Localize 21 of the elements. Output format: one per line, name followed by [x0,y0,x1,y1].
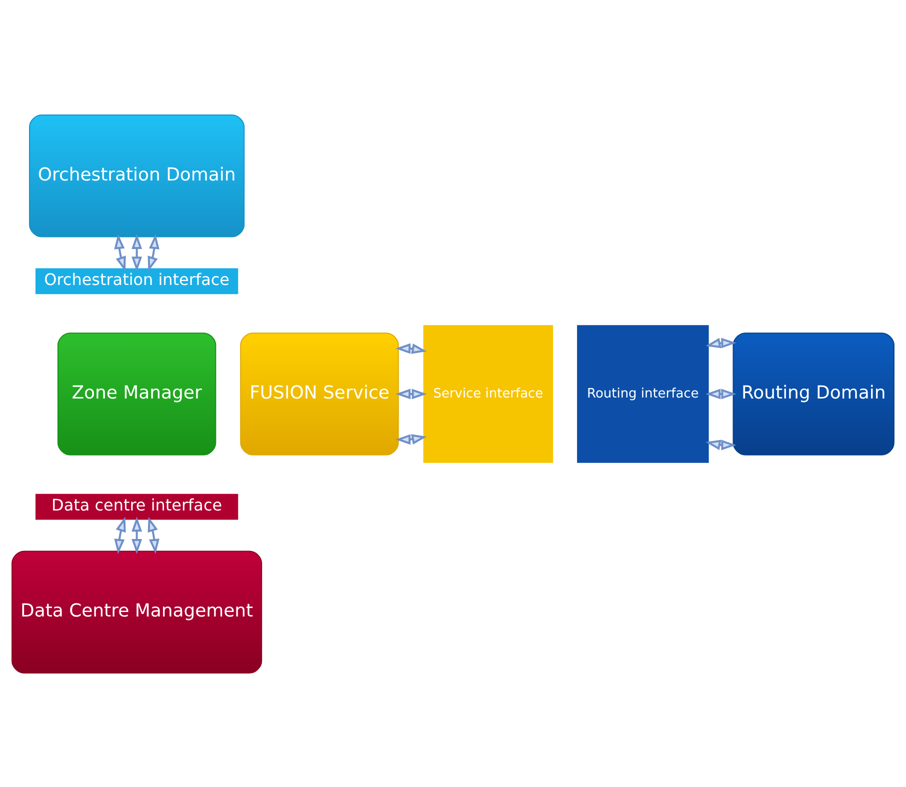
node-box: Routing Domain [732,332,894,455]
arrow [148,233,160,271]
arrow [396,434,427,444]
arrow [132,233,142,272]
arrow [706,439,736,450]
node-box: Routing interface [577,324,709,462]
arrow [396,388,427,399]
node-box: Orchestration Domain [29,114,245,237]
arrow [114,233,126,271]
arrow [396,342,427,354]
node-box: Data centre interface [35,493,238,520]
node-box: Service interface [423,324,554,462]
arrow [132,516,142,554]
node-box: Data Centre Management [12,550,262,673]
node-box: Orchestration interface [35,268,238,294]
arrow [148,516,160,554]
arrow [114,516,126,554]
arrow [706,337,736,348]
node-box: FUSION Service [240,332,399,455]
arrow [706,388,736,399]
node-box: Zone Manager [57,332,216,455]
